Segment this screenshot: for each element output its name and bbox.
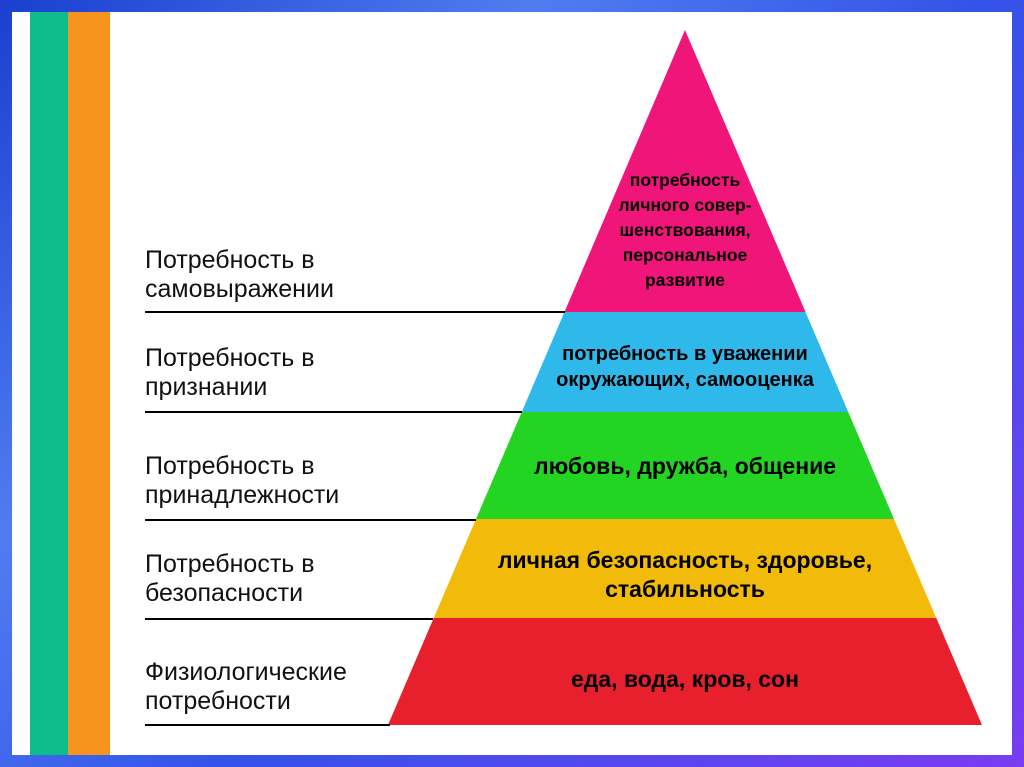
label-safety: Потребность в безопасности (145, 550, 315, 607)
band-text-belonging: любовь, дружба, общение (533, 453, 837, 479)
label-underline-1 (145, 311, 565, 313)
label-underline-5 (145, 724, 390, 726)
label-underline-3 (145, 519, 476, 521)
band-text-self-actualization: потребность личного совер- шенствования,… (618, 170, 752, 290)
pyramid-level-safety (388, 519, 982, 618)
pyramid-level-physiological (388, 618, 982, 725)
label-recognition: Потребность в признании (145, 344, 315, 401)
label-self-expression: Потребность в самовыражении (145, 246, 334, 303)
band-text-esteem: потребность в уважении окружающих, самоо… (556, 343, 814, 391)
band-text-safety: личная безопасность, здоровье, стабильно… (497, 547, 873, 602)
band-text-physiological: еда, вода, кров, сон (571, 666, 799, 692)
label-underline-4 (145, 618, 433, 620)
decor-stripe-orange (68, 12, 110, 755)
label-belonging: Потребность в принадлежности (145, 452, 340, 509)
label-physiological: Физиологические потребности (145, 658, 347, 715)
decor-stripe-teal (30, 12, 68, 755)
label-underline-2 (145, 411, 522, 413)
